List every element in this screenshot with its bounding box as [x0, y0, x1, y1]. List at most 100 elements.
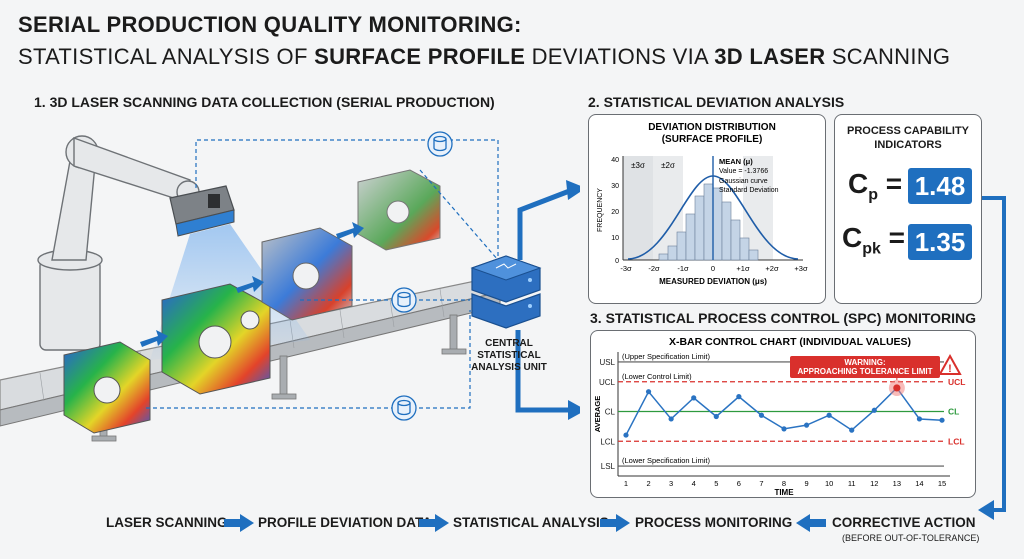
svg-text:-3σ: -3σ	[620, 264, 632, 273]
spc-ylabel: AVERAGE	[593, 396, 602, 433]
spc-data-point	[758, 412, 765, 418]
spc-lcl-right-label: LCL	[948, 436, 965, 446]
spc-x-tick: 14	[915, 479, 923, 488]
flow-step-laser-scanning: LASER SCANNING	[106, 515, 228, 530]
distribution-title1: DEVIATION DISTRIBUTION	[648, 122, 776, 133]
svg-text:30: 30	[611, 183, 619, 190]
robot-arm	[37, 135, 200, 351]
flow-arrow-icon	[796, 514, 826, 532]
spc-x-tick: 13	[893, 479, 901, 488]
main-title-line2: STATISTICAL ANALYSIS OF SURFACE PROFILE …	[18, 44, 951, 69]
cpk-value: 1.35	[908, 224, 972, 260]
svg-text:+3σ: +3σ	[794, 264, 808, 273]
spc-usl-note: (Upper Specification Limit)	[622, 352, 710, 361]
spc-x-tick: 7	[759, 479, 763, 488]
process-flow: LASER SCANNING PROFILE DEVIATION DATA ST…	[0, 506, 1024, 546]
spc-data-point	[691, 395, 697, 401]
svg-text:20: 20	[611, 209, 619, 216]
spc-x-tick: 1	[624, 479, 628, 488]
distribution-ylabel: FREQUENCY	[597, 188, 604, 232]
spc-x-tick: 6	[737, 479, 741, 488]
conveyor-arrows	[140, 222, 364, 347]
svg-text:+1σ: +1σ	[736, 264, 750, 273]
spc-x-tick: 15	[938, 479, 946, 488]
spc-x-tick: 8	[782, 479, 786, 488]
warning-triangle-icon	[938, 353, 962, 375]
spc-x-tick: 2	[646, 479, 650, 488]
section1-title: 1. 3D LASER SCANNING DATA COLLECTION (SE…	[34, 94, 495, 110]
spc-control-chart: X-BAR CONTROL CHART (INDIVIDUAL VALUES) …	[593, 336, 965, 497]
part-4	[357, 169, 441, 251]
corrective-loop-arrow	[978, 196, 1006, 520]
mean-label: MEAN (μ)	[719, 157, 753, 166]
spc-x-tick: 4	[692, 479, 696, 488]
spc-ucl-right-label: UCL	[948, 377, 965, 387]
svg-text:10: 10	[611, 235, 619, 242]
spc-x-tick: 5	[714, 479, 718, 488]
distribution-title2: (SURFACE PROFILE)	[662, 134, 763, 145]
spc-data-point	[668, 416, 674, 422]
capability-panel	[834, 114, 982, 304]
section3-title: 3. STATISTICAL PROCESS CONTROL (SPC) MON…	[590, 310, 977, 326]
spc-cl-axis-label: CL	[605, 408, 616, 417]
svg-text:0: 0	[711, 264, 715, 273]
spc-x-tick: 11	[848, 479, 856, 488]
spc-data-point	[939, 417, 945, 423]
section2-title: 2. STATISTICAL DEVIATION ANALYSIS	[588, 94, 845, 110]
spc-data-point	[893, 384, 901, 392]
warning-exclamation-icon: !	[948, 363, 952, 375]
spc-lcl-axis-label: LCL	[600, 437, 615, 446]
spc-data-point	[645, 389, 652, 395]
spc-data-point	[623, 432, 629, 438]
mean-value: Value = -1.3766	[719, 168, 768, 175]
spc-data-point	[849, 427, 855, 433]
svg-text:40: 40	[611, 157, 619, 164]
database-icon	[391, 287, 417, 313]
cp-value: 1.48	[908, 168, 972, 204]
flow-step-profile-deviation: PROFILE DEVIATION DATA	[258, 515, 432, 530]
central-unit-label: CENTRAL STATISTICAL ANALYSIS UNIT	[471, 338, 547, 373]
spc-usl-axis-label: USL	[599, 358, 615, 367]
spc-cl-right-label: CL	[948, 407, 959, 417]
spc-data-point	[916, 416, 923, 422]
central-server-icon	[470, 255, 542, 329]
spc-data-point	[713, 413, 719, 420]
scanning-illustration	[0, 131, 580, 442]
capability-title: PROCESS CAPABILITY INDICATORS	[846, 125, 970, 151]
svg-text:0: 0	[615, 258, 619, 265]
distribution-xlabel: MEASURED DEVIATION (μs)	[659, 277, 767, 286]
data-flow-lines	[146, 139, 499, 409]
band3-label: ±3σ	[631, 161, 645, 170]
part-2	[161, 283, 271, 395]
warning-line1: WARNING:	[844, 358, 885, 367]
spc-ucl-note: (Lower Control Limit)	[622, 372, 692, 381]
spc-xlabel: TIME	[774, 488, 794, 497]
spc-data-point	[803, 422, 810, 428]
spc-data-point	[871, 407, 877, 413]
database-icon	[391, 395, 417, 421]
part-1	[63, 341, 151, 434]
svg-text:-1σ: -1σ	[677, 264, 689, 273]
legend-stddev: Standard Deviation	[719, 187, 779, 194]
spc-data-point	[781, 426, 787, 432]
spc-data-point	[826, 412, 832, 418]
spc-lsl-note: (Lower Specification Limit)	[622, 456, 710, 465]
band2-label: ±2σ	[661, 161, 675, 170]
flow-arrow-icon	[600, 514, 630, 532]
spc-data-point	[736, 394, 742, 400]
unit-output-arrows	[515, 187, 573, 413]
flow-step-corrective-sub: (BEFORE OUT-OF-TOLERANCE)	[842, 533, 980, 543]
spc-x-tick: 12	[870, 479, 878, 488]
distribution-x-ticks: -3σ -2σ -1σ 0 +1σ +2σ +3σ	[620, 264, 808, 273]
part-3	[261, 227, 353, 321]
spc-panel	[590, 330, 976, 498]
flow-step-process-monitoring: PROCESS MONITORING	[635, 515, 793, 530]
histogram-bars	[658, 183, 759, 261]
spc-x-tick: 10	[825, 479, 833, 488]
database-icon	[427, 131, 453, 157]
legend-gaussian: Gaussian curve	[719, 178, 768, 185]
svg-text:-2σ: -2σ	[648, 264, 660, 273]
spc-lsl-axis-label: LSL	[601, 462, 616, 471]
flow-arrow-icon	[224, 514, 254, 532]
warning-callout	[790, 356, 940, 378]
